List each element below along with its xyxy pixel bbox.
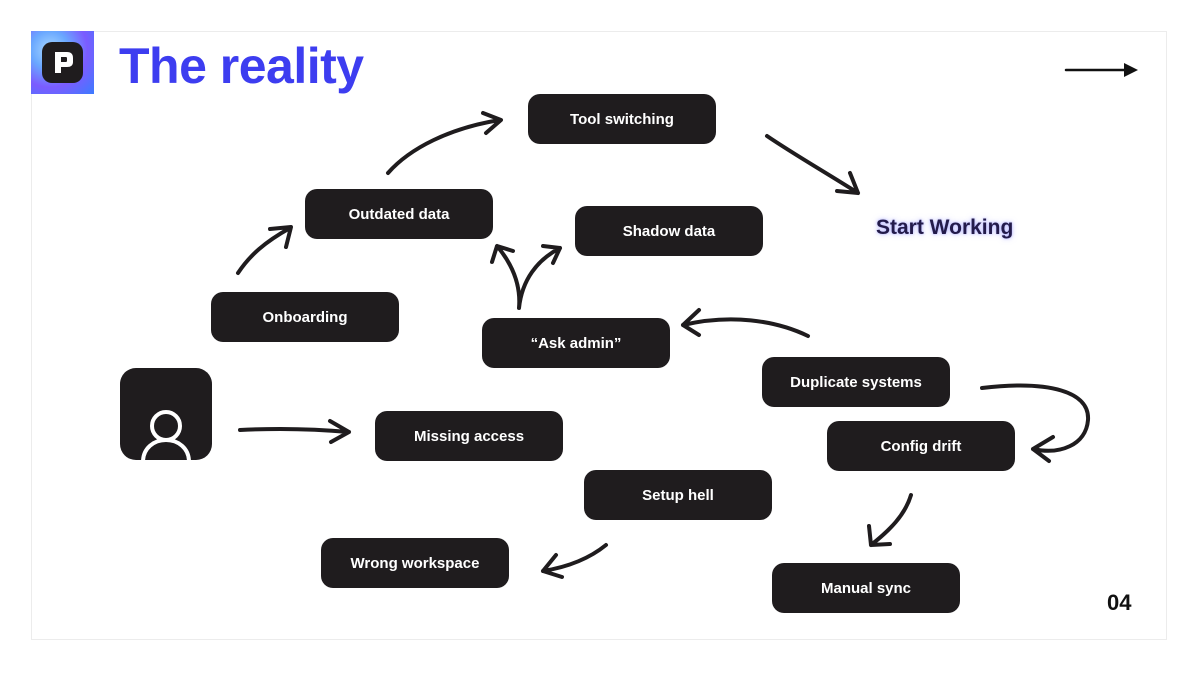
- node-wrong-workspace: Wrong workspace: [321, 538, 509, 588]
- arrow-ask-admin-fork: [490, 244, 562, 310]
- node-outdated-data: Outdated data: [305, 189, 493, 239]
- arrow-duplicate-to-ask: [681, 308, 810, 338]
- arrow-duplicate-to-config: [980, 383, 1091, 463]
- user-icon: [120, 368, 212, 460]
- node-missing-access: Missing access: [375, 411, 563, 461]
- node-tool-switching: Tool switching: [528, 94, 716, 144]
- node-ask-admin: “Ask admin”: [482, 318, 670, 368]
- arrow-tool-to-start: [765, 134, 860, 195]
- logo: [31, 31, 94, 94]
- logo-icon: [42, 42, 83, 83]
- goal-label: Start Working: [876, 216, 1014, 239]
- arrow-onboarding-to-outdated: [236, 225, 293, 275]
- slide-title: The reality: [119, 38, 364, 94]
- page-number: 04: [1107, 590, 1132, 615]
- node-manual-sync: Manual sync: [772, 563, 960, 613]
- node-onboarding: Onboarding: [211, 292, 399, 342]
- arrow-right-icon[interactable]: [1060, 58, 1144, 82]
- node-shadow-data: Shadow data: [575, 206, 763, 256]
- node-config-drift: Config drift: [827, 421, 1015, 471]
- arrow-setup-to-wrong: [541, 543, 608, 579]
- node-setup-hell: Setup hell: [584, 470, 772, 520]
- arrow-config-to-manual: [867, 493, 913, 547]
- arrow-user-to-missing: [238, 419, 351, 444]
- arrow-outdated-to-tool: [386, 111, 503, 175]
- node-duplicate-systems: Duplicate systems: [762, 357, 950, 407]
